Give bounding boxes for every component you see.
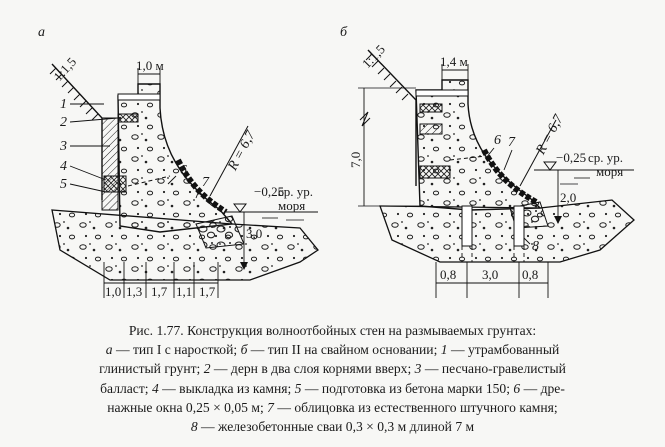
- panel-a-callout-5: 5: [60, 177, 67, 192]
- panel-b-water-label-1: ср. ур.: [588, 150, 623, 165]
- figure-caption: Рис. 1.77. Конструкция волноотбойных сте…: [20, 321, 645, 436]
- figure-drawing: а 1:1,5 1,0 м R = 6,7: [38, 25, 635, 299]
- panel-a-water-label-1: ср. ур.: [278, 184, 313, 199]
- panel-a-base-dim-2: 1,3: [126, 284, 142, 299]
- panel-a-drawing: а 1:1,5 1,0 м R = 6,7: [38, 25, 319, 299]
- panel-a-callout-3: 3: [59, 139, 67, 154]
- panel-b-drawing: б 1:1,5 1,4 м 7,0 R = 6,7: [340, 25, 635, 298]
- panel-a-depth: 3,0: [246, 226, 262, 241]
- panel-a-top-width: 1,0 м: [136, 58, 164, 73]
- panel-b-water-level: −0,25: [556, 150, 586, 165]
- panel-a-callout-4: 4: [60, 159, 67, 174]
- panel-b-top-width: 1,4 м: [440, 54, 468, 69]
- panel-a-water-label-2: моря: [278, 198, 305, 213]
- panel-b-label: б: [340, 25, 348, 40]
- panel-a-slope: 1:1,5: [50, 54, 79, 84]
- panel-b-depth: 2,0: [560, 190, 576, 205]
- panel-b-callout-6: 6: [494, 133, 501, 148]
- panel-a-base-dim-5: 1,7: [199, 284, 216, 299]
- panel-b-base-dim-3: 0,8: [522, 267, 538, 282]
- panel-a-base-dim-1: 1,0: [105, 284, 121, 299]
- panel-a-callout-1: 1: [60, 97, 67, 112]
- caption-line-6: 8 — железобетонные сваи 0,3 × 0,3 м длин…: [190, 419, 475, 435]
- panel-b-base-dim-1: 0,8: [440, 267, 456, 282]
- panel-b-water-label-2: моря: [596, 164, 623, 179]
- panel-a-base-dim-4: 1,1: [176, 284, 192, 299]
- caption-line-1: Рис. 1.77. Конструкция волноотбойных сте…: [128, 323, 537, 338]
- panel-a-label: а: [38, 25, 45, 40]
- panel-a-water-level: −0,25: [254, 184, 284, 199]
- caption-line-2: а — тип I с наросткой; б — тип II на сва…: [105, 342, 560, 358]
- panel-b-callout-7: 7: [508, 135, 516, 150]
- panel-b-callout-8: 8: [532, 239, 539, 254]
- panel-a-callout-6: 6: [180, 163, 187, 178]
- panel-a-radius: R = 6,7: [225, 128, 259, 174]
- panel-a-callout-7: 7: [202, 175, 210, 190]
- panel-a-callout-2: 2: [60, 115, 67, 130]
- panel-a-base-dim-3: 1,7: [151, 284, 168, 299]
- caption-line-5: нажные окна 0,25 × 0,05 м; 7 — облицовка…: [107, 399, 558, 415]
- panel-b-height: 7,0: [348, 152, 363, 168]
- caption-line-3: глинистый грунт; 2 — дерн в два слоя кор…: [99, 361, 566, 377]
- caption-line-4: балласт; 4 — выкладка из камня; 5 — подг…: [100, 380, 565, 396]
- panel-b-base-dim-2: 3,0: [482, 267, 498, 282]
